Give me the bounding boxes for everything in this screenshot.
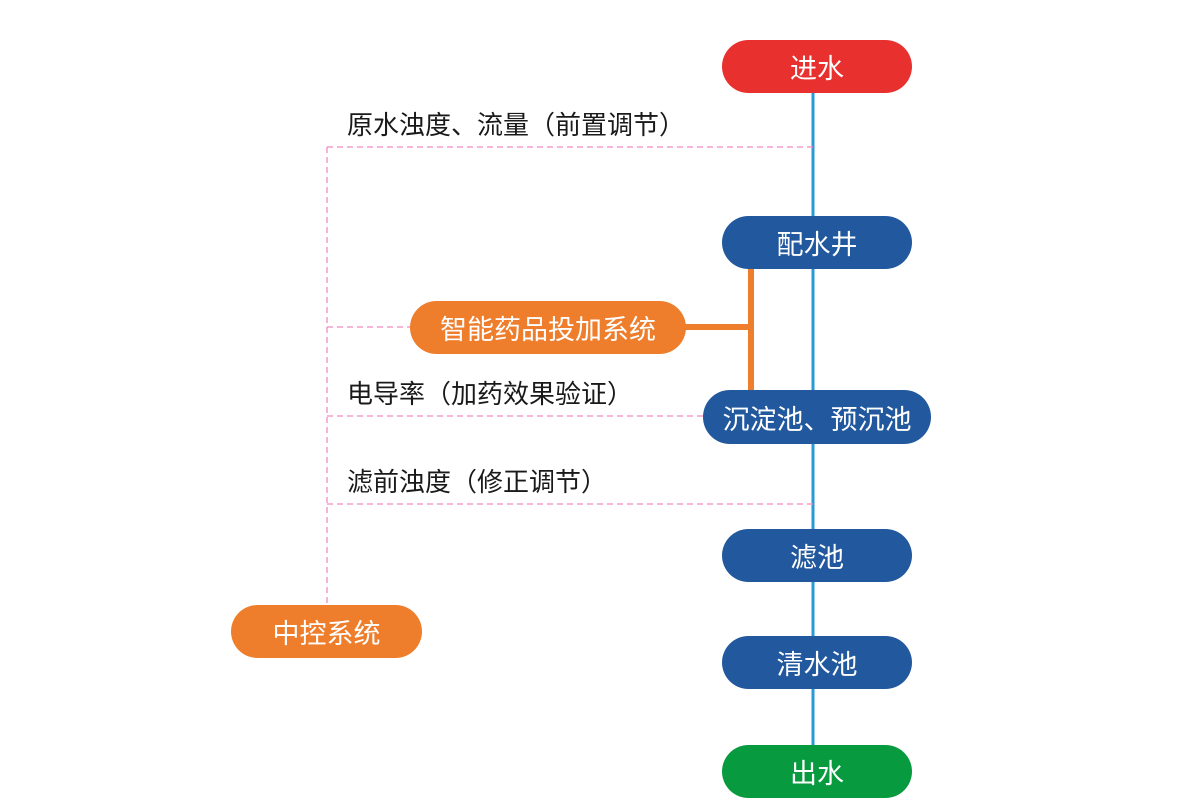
outlet-node: 出水	[722, 745, 912, 798]
distribution-well-node: 配水井	[722, 216, 912, 269]
inlet-node: 进水	[722, 40, 912, 93]
central-control-node: 中控系统	[231, 605, 422, 658]
clear-water-node: 清水池	[722, 636, 912, 689]
conductivity-signal-label: 电导率（加药效果验证）	[347, 380, 634, 410]
pre-filter-signal-label: 滤前浊度（修正调节）	[347, 468, 608, 498]
raw-water-signal-label: 原水浊度、流量（前置调节）	[347, 111, 686, 141]
filter-node: 滤池	[722, 529, 912, 582]
dosing-system-node: 智能药品投加系统	[410, 301, 686, 354]
sedimentation-node: 沉淀池、预沉池	[703, 390, 931, 444]
